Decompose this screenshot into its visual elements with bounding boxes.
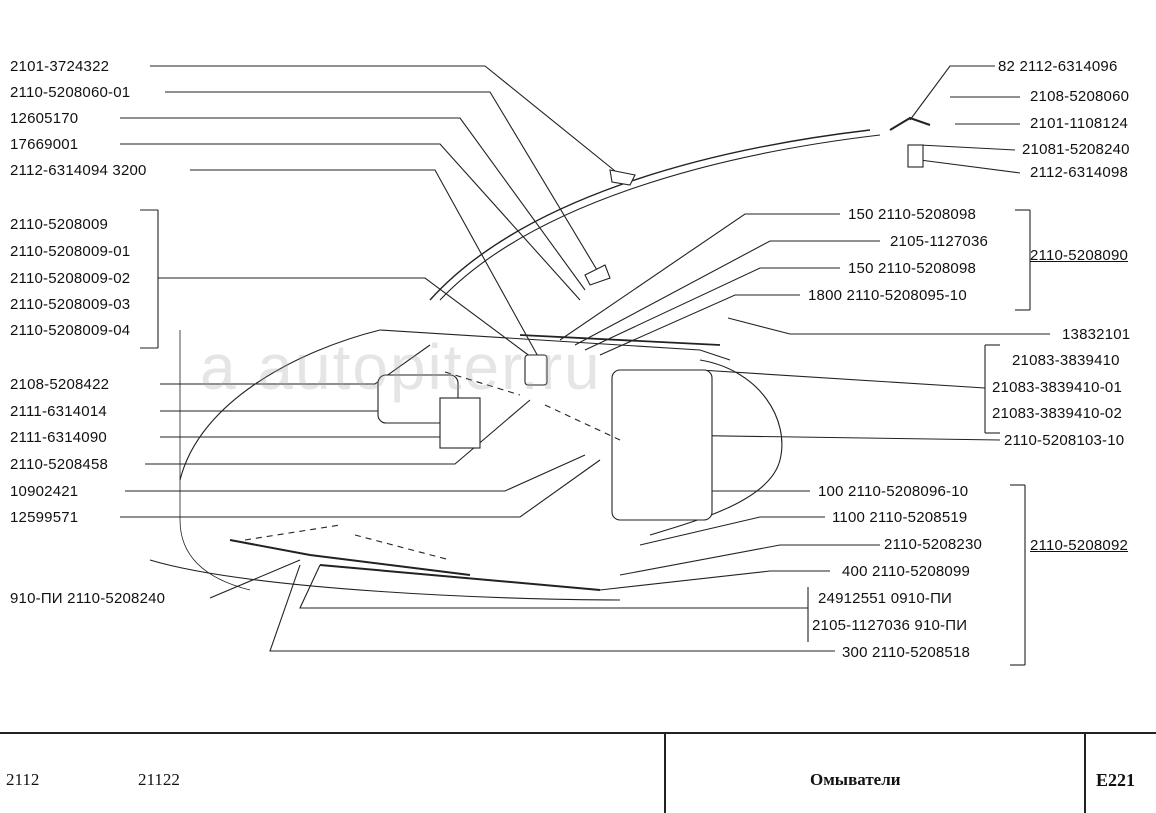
part-label[interactable]: 13832101 [1062, 326, 1131, 343]
part-label[interactable]: 21083-3839410-02 [992, 405, 1122, 422]
divider [664, 734, 666, 813]
part-label[interactable]: 2112-6314094 3200 [10, 162, 147, 179]
part-label[interactable]: 2101-3724322 [10, 58, 110, 75]
part-label[interactable]: 2108-5208422 [10, 376, 110, 393]
part-label[interactable]: 2110-5208009-04 [10, 322, 131, 339]
part-label[interactable]: 2105-1127036 910-ПИ [812, 617, 968, 634]
assembly-label[interactable]: 2110-5208090 [1030, 247, 1129, 264]
part-label[interactable]: 2110-5208009-03 [10, 296, 131, 313]
part-label[interactable]: 24912551 0910-ПИ [818, 590, 953, 607]
part-label[interactable]: 2110-5208230 [884, 536, 983, 553]
part-label[interactable]: 150 2110-5208098 [848, 260, 977, 277]
model-code: 21122 [138, 770, 180, 789]
part-label[interactable]: 21083-3839410-01 [992, 379, 1122, 396]
part-label[interactable]: 2111-6314090 [10, 429, 107, 446]
part-label[interactable]: 150 2110-5208098 [848, 206, 977, 223]
part-label[interactable]: 2112-6314098 [1030, 164, 1129, 181]
part-label[interactable]: 910-ПИ 2110-5208240 [10, 590, 166, 607]
part-label[interactable]: 100 2110-5208096-10 [818, 483, 969, 500]
model-code: 2112 [6, 770, 40, 789]
part-label[interactable]: 2105-1127036 [890, 233, 989, 250]
page-title: Омыватели [810, 770, 901, 789]
footer: 2112 21122 Омыватели E221 [0, 732, 1156, 813]
part-label[interactable]: 21083-3839410 [1012, 352, 1120, 369]
diagram-drawing [120, 65, 1050, 666]
watermark: a autopiter.ru [200, 331, 602, 403]
part-label[interactable]: 2110-5208458 [10, 456, 109, 473]
divider [1084, 734, 1086, 813]
assembly-label[interactable]: 2110-5208092 [1030, 537, 1129, 554]
part-label[interactable]: 17669001 [10, 136, 79, 153]
part-label[interactable]: 2110-5208103-10 [1004, 432, 1125, 449]
part-label[interactable]: 2108-5208060 [1030, 88, 1130, 105]
part-label[interactable]: 2101-1108124 [1030, 115, 1129, 132]
part-label[interactable]: 2110-5208009 [10, 216, 109, 233]
part-label[interactable]: 21081-5208240 [1022, 141, 1130, 158]
part-label[interactable]: 82 2112-6314096 [998, 58, 1118, 75]
part-label[interactable]: 1800 2110-5208095-10 [808, 287, 967, 304]
part-label[interactable]: 400 2110-5208099 [842, 563, 971, 580]
part-label[interactable]: 12599571 [10, 509, 79, 526]
part-label[interactable]: 2110-5208009-01 [10, 243, 131, 260]
part-label[interactable]: 1100 2110-5208519 [832, 509, 968, 526]
part-label[interactable]: 10902421 [10, 483, 79, 500]
part-label[interactable]: 300 2110-5208518 [842, 644, 971, 661]
page-code: E221 [1096, 770, 1136, 790]
part-label[interactable]: 2111-6314014 [10, 403, 107, 420]
part-label[interactable]: 2110-5208060-01 [10, 84, 131, 101]
part-label[interactable]: 2110-5208009-02 [10, 270, 131, 287]
part-label[interactable]: 12605170 [10, 110, 79, 127]
